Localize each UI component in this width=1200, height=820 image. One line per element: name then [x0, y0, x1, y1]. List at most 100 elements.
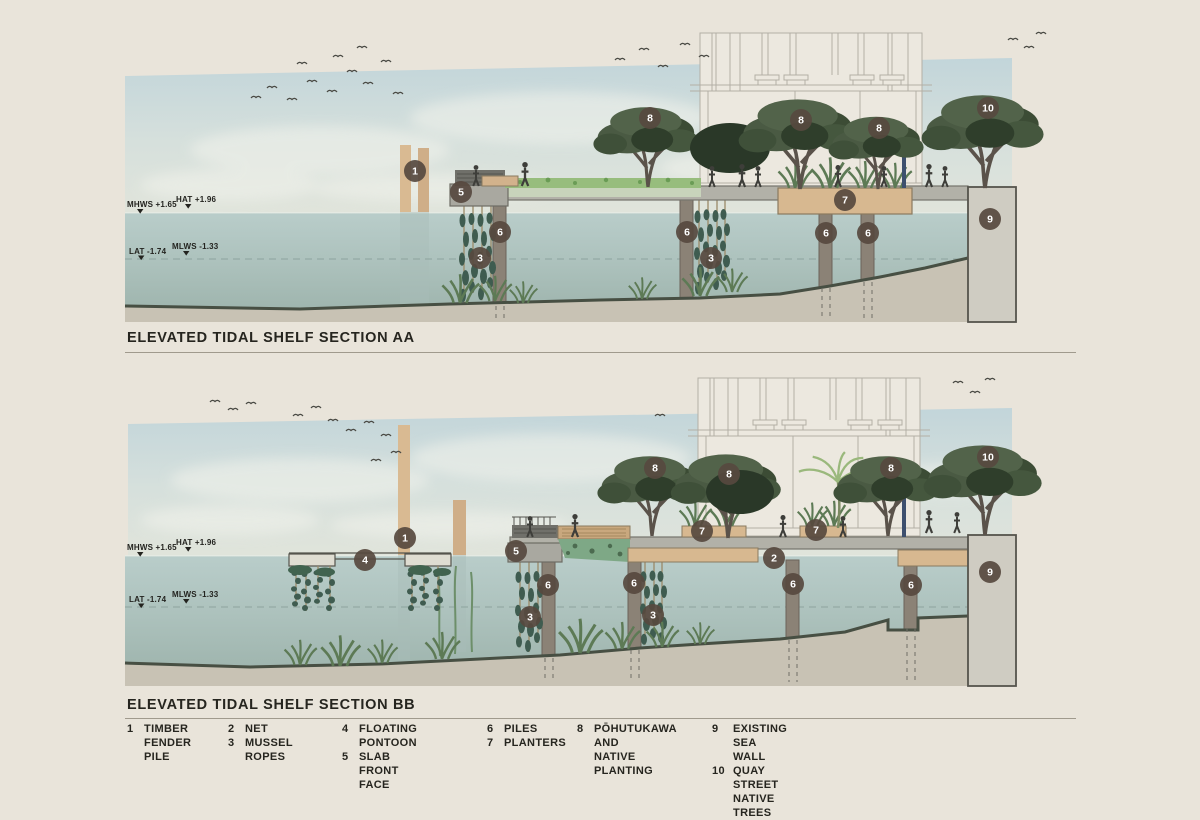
legend-number: 6: [487, 723, 494, 735]
svg-text:6: 6: [545, 580, 551, 592]
marker: 6: [676, 221, 698, 243]
tide-label-mlws: MLWS -1.33: [172, 242, 219, 251]
svg-text:6: 6: [684, 227, 690, 239]
legend-item: 3 MUSSEL ROPES: [228, 736, 293, 764]
legend-item: 2 NET: [228, 722, 293, 736]
legend-label: NET: [245, 723, 269, 735]
legend-column: 9 EXISTING SEA WALL 10 QUAY STREET NATIV…: [712, 722, 787, 820]
tide-arrow: [183, 251, 190, 256]
legend-label: PLANTERS: [504, 737, 567, 749]
pile-foundation-dashes: [495, 282, 873, 320]
svg-text:9: 9: [987, 214, 993, 226]
marker: 8: [639, 107, 661, 129]
legend-item: 7 PLANTERS: [487, 736, 566, 750]
planting-strip: [505, 178, 701, 188]
svg-text:8: 8: [798, 115, 804, 127]
tide-arrow: [185, 204, 192, 209]
legend-label: QUAY STREET NATIVE TREES: [733, 765, 779, 819]
svg-text:8: 8: [652, 463, 658, 475]
marker: 6: [900, 574, 922, 596]
tide-arrow: [137, 209, 144, 214]
marker: 7: [691, 520, 713, 542]
section-bb-rule: [125, 718, 1076, 719]
marker: 8: [880, 457, 902, 479]
marker: 9: [979, 208, 1001, 230]
svg-text:6: 6: [631, 578, 637, 590]
legend-number: 4: [342, 723, 349, 735]
marker: 5: [505, 540, 527, 562]
svg-text:8: 8: [647, 113, 653, 125]
legend-label: PŌHUTUKAWA AND NATIVE PLANTING: [594, 723, 677, 777]
tide-labels: MHWS +1.65 HAT +1.96 LAT -1.74 MLWS -1.3…: [127, 195, 219, 261]
marker: 6: [857, 222, 879, 244]
legend-number: 10: [712, 765, 725, 777]
svg-text:1: 1: [412, 166, 418, 178]
deck-fascia: [627, 547, 759, 563]
legend-label: SLAB FRONT FACE: [359, 751, 399, 791]
marker: 7: [834, 189, 856, 211]
marker: 6: [537, 574, 559, 596]
pile-foundation-dashes: [544, 628, 916, 682]
seabed-line: [124, 614, 969, 669]
legend-number: 9: [712, 723, 719, 735]
tide-arrow: [138, 603, 145, 609]
marker: 3: [642, 604, 664, 626]
timber-canopy: [557, 525, 631, 562]
light-pole: [902, 492, 906, 537]
trees: [591, 93, 1046, 191]
legend-number: 2: [228, 723, 235, 735]
legend-label: PILES: [504, 723, 538, 735]
svg-text:3: 3: [527, 612, 533, 624]
svg-text:6: 6: [790, 579, 796, 591]
svg-text:6: 6: [823, 228, 829, 240]
svg-text:4: 4: [362, 555, 368, 567]
marker: 3: [700, 247, 722, 269]
seabed: [125, 258, 968, 322]
tide-label-lat: LAT -1.74: [129, 595, 167, 604]
planter: [681, 525, 747, 538]
deck: [507, 492, 969, 567]
marker: 3: [519, 606, 541, 628]
svg-text:6: 6: [865, 228, 871, 240]
marker: 4: [354, 549, 376, 571]
tide-label-mhws: MHWS +1.65: [127, 543, 177, 552]
legend-item: 9 EXISTING SEA WALL: [712, 722, 787, 764]
svg-text:7: 7: [699, 526, 705, 538]
marker: 8: [868, 117, 890, 139]
legend-number: 8: [577, 723, 584, 735]
page: { "page": {"background": "#e9e4da", "tex…: [124, 31, 1076, 819]
marker: 6: [623, 572, 645, 594]
legend-column: 8 PŌHUTUKAWA AND NATIVE PLANTING: [577, 722, 677, 778]
section-aa-title: ELEVATED TIDAL SHELF SECTION AA: [127, 330, 415, 346]
svg-text:9: 9: [987, 567, 993, 579]
svg-text:10: 10: [982, 103, 994, 115]
marker: 6: [815, 222, 837, 244]
floating-pontoon: [288, 552, 452, 612]
tide-label-hat: HAT +1.96: [176, 195, 216, 204]
svg-text:7: 7: [813, 525, 819, 537]
tide-arrow: [183, 599, 190, 604]
section-aa-rule: [125, 352, 1076, 353]
tide-labels: MHWS +1.65 HAT +1.96 LAT -1.74 MLWS -1.3…: [127, 538, 219, 609]
legend-number: 5: [342, 751, 349, 763]
marker: 6: [782, 573, 804, 595]
svg-text:3: 3: [477, 253, 483, 265]
marker: 8: [790, 109, 812, 131]
tide-arrow: [138, 255, 145, 261]
legend-number: 7: [487, 737, 494, 749]
svg-text:8: 8: [888, 463, 894, 475]
legend-column: 1 TIMBER FENDER PILE: [127, 722, 191, 764]
svg-text:6: 6: [908, 580, 914, 592]
marker: 6: [489, 221, 511, 243]
svg-text:8: 8: [726, 469, 732, 481]
legend-label: FLOATING PONTOON: [359, 723, 418, 749]
tide-label-hat: HAT +1.96: [176, 538, 216, 547]
marker: 5: [450, 181, 472, 203]
legend-number: 3: [228, 737, 235, 749]
legend-column: 2 NET 3 MUSSEL ROPES: [228, 722, 293, 764]
svg-text:7: 7: [842, 195, 848, 207]
deck-fascia: [897, 549, 969, 567]
marker: 3: [469, 247, 491, 269]
svg-text:5: 5: [513, 546, 519, 558]
seabed-line: [124, 256, 969, 311]
